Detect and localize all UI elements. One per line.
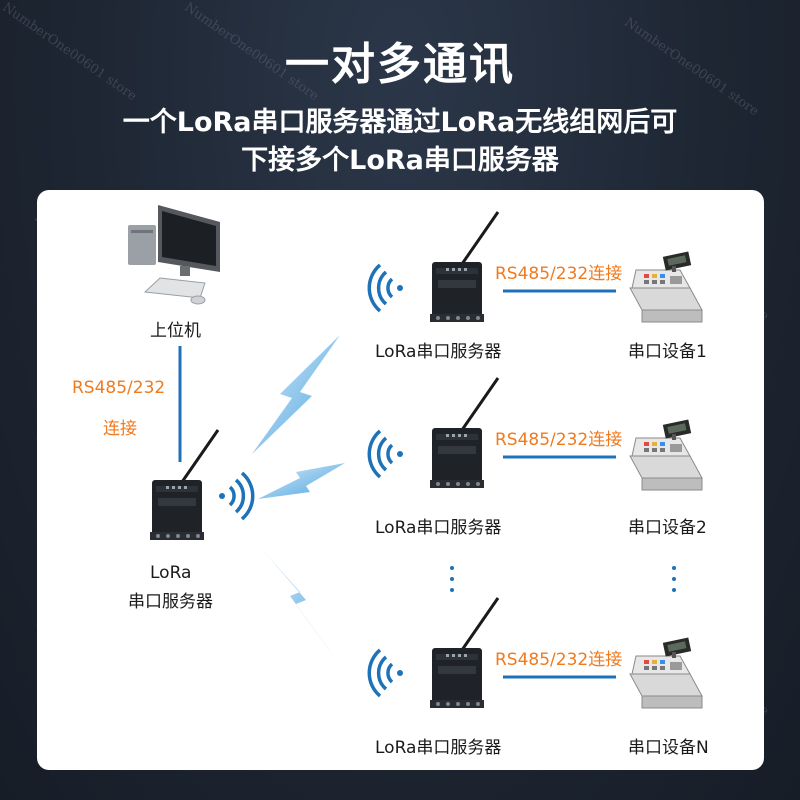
node-n-device-label: 串口设备N — [628, 738, 709, 758]
node-n-connection-label: RS485/232连接 — [495, 650, 623, 670]
pc-icon — [128, 205, 220, 305]
ellipsis-dots-servers — [450, 566, 454, 599]
node-2-wireless-icon — [367, 429, 405, 479]
ellipsis-dots-devices — [672, 566, 676, 599]
node-n-wireless-icon — [367, 648, 405, 698]
lightning-icon-up — [252, 335, 340, 454]
subtitle-line-2: 下接多个LoRa串口服务器 — [241, 145, 559, 176]
node-n-server-label: LoRa串口服务器 — [375, 738, 502, 758]
lightning-icon-middle — [258, 463, 345, 499]
host-server-label-line1: LoRa — [150, 563, 192, 583]
node-1-server-icon — [428, 210, 500, 324]
host-server-label-line2: 串口服务器 — [128, 592, 213, 612]
node-2-register-icon — [629, 418, 703, 491]
page-title: 一对多通讯 — [285, 39, 515, 90]
host-connection-label-line1: RS485/232 — [72, 378, 166, 398]
node-1-server-label: LoRa串口服务器 — [375, 342, 502, 362]
lightning-icon-down — [258, 545, 340, 665]
node-1-connection-label: RS485/232连接 — [495, 264, 623, 284]
node-2-connection-label: RS485/232连接 — [495, 430, 623, 450]
node-1-device-label: 串口设备1 — [628, 342, 707, 362]
node-1-wireless-icon — [367, 263, 405, 313]
node-n-server-icon — [428, 596, 500, 710]
subtitle-line-1: 一个LoRa串口服务器通过LoRa无线组网后可 — [122, 107, 678, 138]
host-connection-label-line2: 连接 — [103, 419, 137, 439]
host-server-icon — [148, 428, 220, 542]
node-2-server-label: LoRa串口服务器 — [375, 518, 502, 538]
node-1-register-icon — [629, 250, 703, 323]
node-n-register-icon — [629, 636, 703, 709]
node-2-server-icon — [428, 376, 500, 490]
pc-label: 上位机 — [150, 321, 201, 341]
host-wireless-icon — [217, 471, 255, 521]
node-2-device-label: 串口设备2 — [628, 518, 707, 538]
